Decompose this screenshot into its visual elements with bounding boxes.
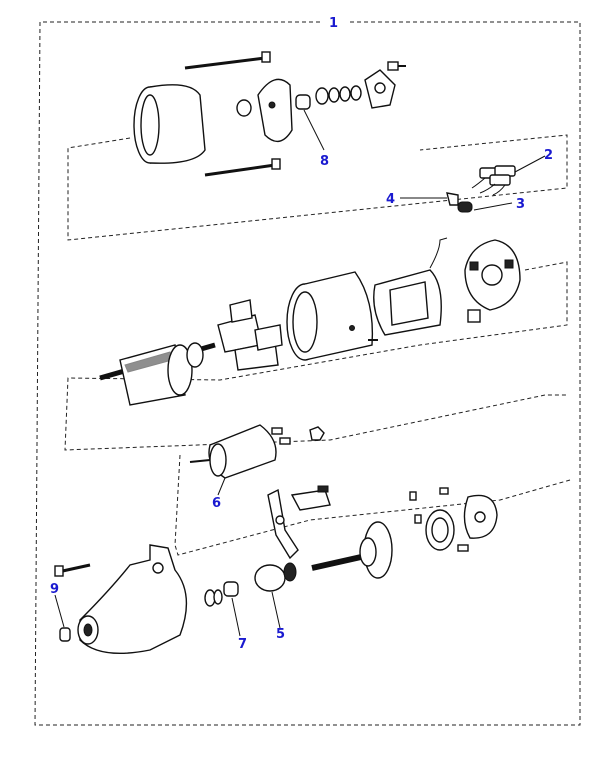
callout-1: 1	[329, 16, 338, 31]
callout-4: 4	[386, 192, 395, 207]
callout-5: 5	[276, 627, 285, 642]
solenoid-nut	[309, 426, 325, 441]
callout-7: 7	[238, 637, 247, 652]
small-nut	[409, 491, 417, 501]
brushes	[471, 165, 516, 196]
callout-3: 3	[516, 197, 525, 212]
circlip	[204, 589, 223, 607]
callout-9: 9	[50, 582, 59, 597]
end-housing	[463, 494, 498, 539]
brush-plate	[425, 509, 455, 551]
stop-collar	[223, 581, 239, 597]
cover-band	[133, 84, 206, 164]
yoke	[286, 271, 378, 361]
spring-clip	[446, 192, 459, 206]
drive-end-housing	[77, 544, 188, 655]
washer	[236, 99, 252, 117]
small-bolt	[439, 487, 449, 495]
engagement-lever	[267, 488, 299, 560]
housing-bolt	[54, 563, 91, 577]
grommet	[457, 544, 469, 552]
small-washer	[414, 514, 422, 524]
lever-pivot-bracket	[290, 485, 331, 511]
end-cover-group-boundary	[67, 134, 568, 241]
callout-2: 2	[544, 148, 553, 163]
brush-holder	[464, 239, 521, 323]
pinion-drive	[254, 562, 297, 592]
drive-group-boundary	[174, 454, 571, 556]
pole-shoes	[217, 299, 283, 371]
end-plate	[257, 78, 293, 143]
bush	[295, 94, 311, 110]
cap-screw	[387, 61, 406, 71]
armature	[99, 342, 216, 406]
bush-nose	[59, 627, 71, 642]
through-bolt-upper	[184, 51, 271, 70]
callout-8: 8	[320, 154, 329, 169]
field-coils	[373, 237, 448, 336]
shim-washers	[315, 85, 362, 105]
drive-shaft	[311, 521, 393, 579]
brush-spring	[457, 201, 473, 213]
assembly-boundary	[34, 21, 581, 726]
end-cap	[364, 69, 396, 109]
through-bolt-lower	[204, 158, 281, 177]
solenoid	[189, 424, 291, 479]
callout-6: 6	[212, 496, 221, 511]
